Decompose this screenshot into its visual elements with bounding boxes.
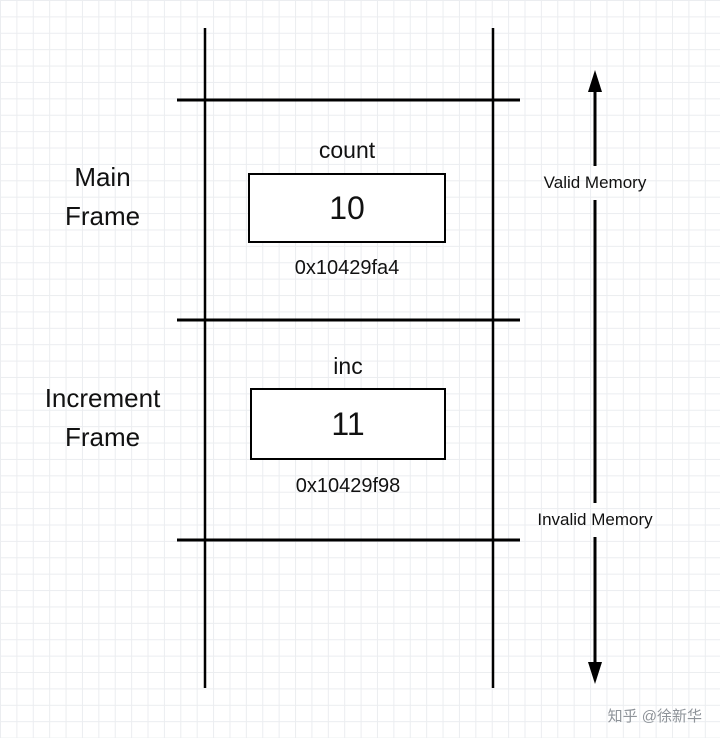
count-address: 0x10429fa4 — [294, 257, 400, 279]
count-value-box: 10 — [248, 173, 446, 243]
count-value: 10 — [329, 189, 365, 226]
main-frame-label: Main Frame — [25, 158, 180, 236]
arrow-down-head — [588, 662, 602, 684]
main-frame-label-line1: Main — [74, 162, 131, 192]
count-variable-name: count — [318, 137, 376, 163]
arrow-up-head — [588, 70, 602, 92]
zhihu-watermark: 知乎 @徐新华 — [607, 708, 702, 725]
invalid-memory-label: Invalid Memory — [537, 510, 653, 529]
inc-address: 0x10429f98 — [295, 475, 401, 497]
inc-value-box: 11 — [250, 388, 446, 460]
increment-frame-label: Increment Frame — [10, 379, 195, 457]
inc-value: 11 — [331, 405, 365, 442]
increment-frame-label-line1: Increment — [44, 383, 161, 413]
valid-memory-label: Valid Memory — [543, 173, 647, 192]
increment-frame-label-line2: Frame — [64, 422, 141, 452]
inc-variable-name: inc — [333, 353, 363, 379]
main-frame-label-line2: Frame — [64, 201, 141, 231]
